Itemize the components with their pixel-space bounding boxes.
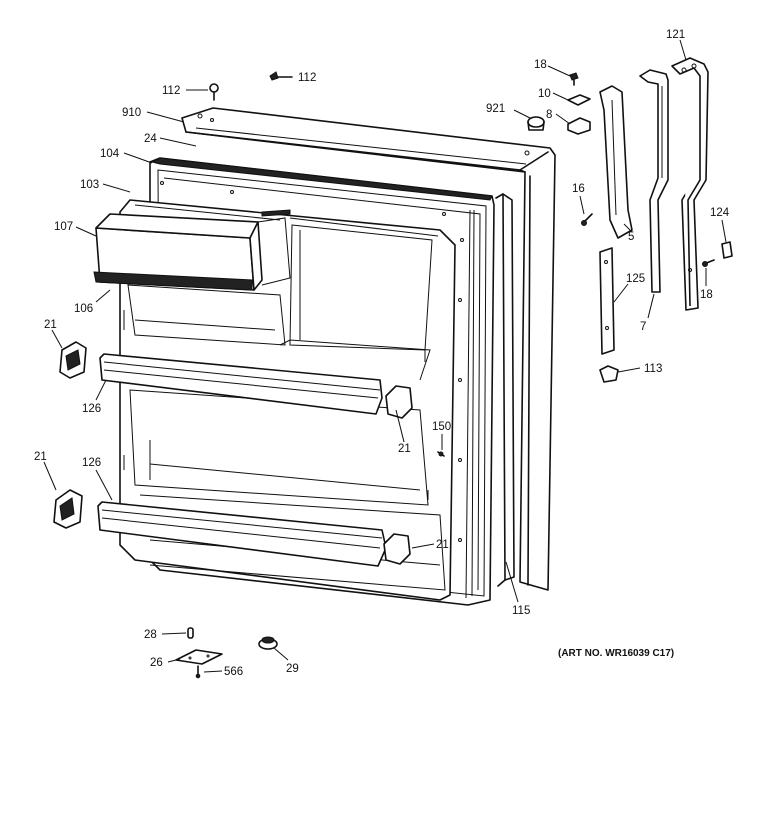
label-106: 106	[74, 303, 93, 315]
label-126-lower: 126	[82, 457, 101, 469]
shelf-end-cap-lower-right	[383, 533, 411, 565]
outer-door-panel	[181, 107, 556, 591]
art-number: (ART NO. WR16039 C17)	[558, 648, 674, 659]
screw-112-left	[209, 83, 219, 101]
label-7: 7	[640, 321, 646, 333]
label-24: 24	[144, 133, 157, 145]
shelf-end-cap-upper-right	[385, 385, 413, 419]
screw-18-right	[702, 259, 715, 267]
label-26: 26	[150, 657, 163, 669]
label-150: 150	[432, 421, 451, 433]
label-10: 10	[538, 88, 551, 100]
handle-121	[671, 57, 709, 311]
label-112-right: 112	[298, 72, 316, 84]
handle-7	[639, 69, 669, 293]
label-18-right: 18	[700, 289, 713, 301]
label-124: 124	[710, 207, 730, 219]
label-8: 8	[546, 109, 552, 121]
label-21-upper-left: 21	[44, 319, 57, 331]
bracket-10	[567, 94, 591, 106]
handle-bracket-5	[599, 85, 633, 239]
shelf-end-cap-lower-left	[53, 489, 83, 529]
label-112-left: 112	[162, 85, 180, 97]
label-566: 566	[224, 666, 243, 678]
plate-26	[175, 649, 223, 665]
screw-566	[195, 665, 201, 679]
cap-29	[258, 636, 278, 650]
handle-125	[599, 247, 615, 355]
label-121: 121	[666, 29, 685, 41]
label-103: 103	[80, 179, 99, 191]
label-104: 104	[100, 148, 120, 160]
screw-16	[581, 213, 593, 226]
upper-shelf-bar	[99, 353, 383, 415]
part-28	[187, 627, 194, 639]
label-126-upper: 126	[82, 403, 101, 415]
shelf-end-cap-upper-left	[59, 341, 87, 379]
label-921: 921	[486, 103, 505, 115]
label-113: 113	[644, 363, 662, 375]
label-21-lower-right: 21	[436, 539, 449, 551]
screw-18-top	[569, 72, 579, 86]
label-18-top: 18	[534, 59, 547, 71]
label-28: 28	[144, 629, 157, 641]
label-21-upper-right: 21	[398, 443, 411, 455]
label-21-lower-left: 21	[34, 451, 47, 463]
plug-921	[527, 116, 545, 131]
label-5: 5	[628, 231, 634, 243]
leader-lines	[43, 39, 727, 673]
label-29: 29	[286, 663, 299, 675]
label-107: 107	[54, 221, 73, 233]
clip-124	[721, 241, 733, 259]
label-910: 910	[122, 107, 141, 119]
label-115: 115	[512, 605, 530, 617]
bracket-8	[567, 117, 591, 135]
screw-150	[437, 451, 445, 457]
label-16: 16	[572, 183, 585, 195]
dairy-compartment	[93, 209, 291, 291]
cap-113	[599, 365, 619, 383]
screw-112-right	[269, 71, 293, 81]
label-125: 125	[626, 273, 645, 285]
